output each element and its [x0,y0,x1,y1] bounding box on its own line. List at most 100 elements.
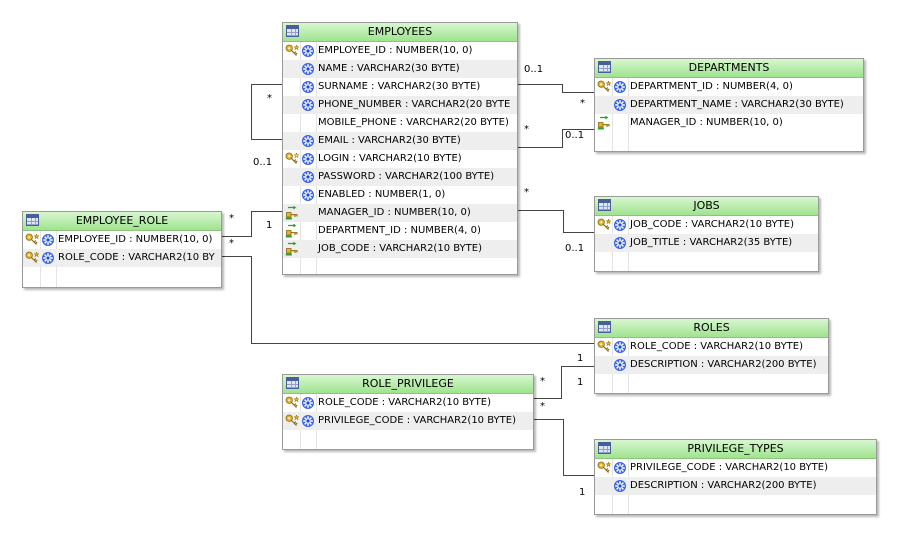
rel-employees-jobs [517,210,595,233]
entity-header[interactable]: DEPARTMENTS [595,59,863,78]
column-row[interactable]: MOBILE_PHONE : VARCHAR2(20 BYTE) [283,114,517,132]
entity-employee-role[interactable]: EMPLOYEE_ROLE EMPLOYEE_ID : NUMBER(10, 0)… [22,211,222,288]
cardinality-label: 1 [266,220,273,231]
column-text: DEPARTMENT_ID : NUMBER(4, 0) [318,225,481,236]
column-row[interactable]: ENABLED : NUMBER(1, 0) [283,186,517,204]
column-text: EMPLOYEE_ID : NUMBER(10, 0) [58,234,213,245]
column-row[interactable]: PASSWORD : VARCHAR2(100 BYTE) [283,168,517,186]
entity-role-privilege[interactable]: ROLE_PRIVILEGE ROLE_CODE : VARCHAR2(10 BY… [282,374,534,450]
column-row[interactable]: JOB_CODE : VARCHAR2(10 BYTE) [595,216,818,234]
entity-title: DEPARTMENTS [688,61,770,74]
cardinality-label: * [540,376,545,387]
column-row[interactable]: EMPLOYEE_ID : NUMBER(10, 0) [23,231,221,249]
cardinality-label: 0..1 [565,130,585,141]
column-row[interactable]: PRIVILEGE_CODE : VARCHAR2(10 BYTE) [283,412,533,430]
mandatory-attribute-icon [301,44,315,58]
column-row[interactable]: PHONE_NUMBER : VARCHAR2(20 BYTE [283,96,517,114]
entity-title: ROLE_PRIVILEGE [362,377,454,390]
column-text: JOB_CODE : VARCHAR2(10 BYTE) [630,219,794,230]
entity-privilege-types[interactable]: PRIVILEGE_TYPES PRIVILEGE_CODE : VARCHAR2… [594,439,877,515]
entity-employees[interactable]: EMPLOYEES EMPLOYEE_ID : NUMBER(10, 0) NAME… [282,22,518,275]
entity-title: PRIVILEGE_TYPES [687,442,784,455]
entity-header[interactable]: EMPLOYEES [283,23,517,42]
column-row[interactable]: EMPLOYEE_ID : NUMBER(10, 0) [283,42,517,60]
column-row[interactable]: MANAGER_ID : NUMBER(10, 0) [595,114,863,132]
column-row[interactable]: ROLE_CODE : VARCHAR2(10 BY [23,249,221,267]
cardinality-label: * [229,238,234,249]
mandatory-attribute-icon [301,396,315,410]
foreign-key-icon [285,223,299,238]
column-text: PRIVILEGE_CODE : VARCHAR2(10 BYTE) [630,462,828,473]
mandatory-attribute-icon [613,340,627,354]
column-list: EMPLOYEE_ID : NUMBER(10, 0) NAME : VARCHA… [283,42,517,274]
cardinality-label: * [524,187,529,198]
primary-key-icon [597,218,612,232]
column-row[interactable]: EMAIL : VARCHAR2(30 BYTE) [283,132,517,150]
column-row[interactable]: DESCRIPTION : VARCHAR2(200 BYTE) [595,356,828,374]
rel-employee-role-employees [221,211,283,237]
column-row[interactable]: DESCRIPTION : VARCHAR2(200 BYTE) [595,477,876,495]
mandatory-attribute-icon [613,479,627,493]
mandatory-attribute-icon [301,134,315,148]
cardinality-label: * [229,213,234,224]
cardinality-label: 0..1 [524,64,544,75]
column-row[interactable]: DEPARTMENT_ID : NUMBER(4, 0) [595,78,863,96]
primary-key-icon [285,396,300,410]
column-text: DESCRIPTION : VARCHAR2(200 BYTE) [630,359,817,370]
entity-title: JOBS [693,199,720,212]
mandatory-attribute-icon [41,233,55,247]
column-list: JOB_CODE : VARCHAR2(10 BYTE) JOB_TITLE : … [595,216,818,271]
column-row[interactable]: PRIVILEGE_CODE : VARCHAR2(10 BYTE) [595,459,876,477]
rel-departments-employees [517,84,595,93]
column-row[interactable]: MANAGER_ID : NUMBER(10, 0) [283,204,517,222]
column-text: ROLE_CODE : VARCHAR2(10 BY [58,252,215,263]
entity-jobs[interactable]: JOBS JOB_CODE : VARCHAR2(10 BYTE) JOB_TITL… [594,196,819,272]
rel-role-privilege-privilege-types [533,419,595,476]
entity-header[interactable]: EMPLOYEE_ROLE [23,212,221,231]
primary-key-icon [25,233,40,247]
table-icon [286,377,299,389]
column-text: DEPARTMENT_ID : NUMBER(4, 0) [630,81,793,92]
cardinality-label: 0..1 [565,243,585,254]
entity-title: EMPLOYEE_ROLE [75,214,169,227]
column-text: ROLE_CODE : VARCHAR2(10 BYTE) [630,341,804,352]
mandatory-attribute-icon [301,152,315,166]
column-text: PRIVILEGE_CODE : VARCHAR2(10 BYTE) [318,415,516,426]
rel-employee-role-roles [221,256,595,344]
column-row[interactable]: JOB_CODE : VARCHAR2(10 BYTE) [283,240,517,258]
mandatory-attribute-icon [613,358,627,372]
entity-header[interactable]: ROLE_PRIVILEGE [283,375,533,394]
column-list: ROLE_CODE : VARCHAR2(10 BYTE) PRIVILEGE_C… [283,394,533,449]
mandatory-attribute-icon [613,236,627,250]
column-row[interactable]: JOB_TITLE : VARCHAR2(35 BYTE) [595,234,818,252]
entity-roles[interactable]: ROLES ROLE_CODE : VARCHAR2(10 BYTE) DESCRI… [594,318,829,394]
table-icon [598,199,611,211]
column-row[interactable]: LOGIN : VARCHAR2(10 BYTE) [283,150,517,168]
cardinality-label: * [540,401,545,412]
column-row[interactable]: DEPARTMENT_NAME : VARCHAR2(30 BYTE) [595,96,863,114]
entity-departments[interactable]: DEPARTMENTS DEPARTMENT_ID : NUMBER(4, 0) D… [594,58,864,152]
rel-role-privilege-roles [533,366,595,399]
primary-key-icon [597,461,612,475]
table-icon [598,61,611,73]
column-text: ROLE_CODE : VARCHAR2(10 BYTE) [318,397,492,408]
column-text: MANAGER_ID : NUMBER(10, 0) [318,207,471,218]
entity-header[interactable]: ROLES [595,319,828,338]
entity-header[interactable]: JOBS [595,197,818,216]
entity-header[interactable]: PRIVILEGE_TYPES [595,440,876,459]
column-row[interactable]: SURNAME : VARCHAR2(30 BYTE) [283,78,517,96]
table-icon [286,25,299,37]
column-text: DESCRIPTION : VARCHAR2(200 BYTE) [630,480,817,491]
column-row[interactable]: ROLE_CODE : VARCHAR2(10 BYTE) [283,394,533,412]
column-text: PHONE_NUMBER : VARCHAR2(20 BYTE [318,99,511,110]
column-text: MANAGER_ID : NUMBER(10, 0) [630,117,783,128]
mandatory-attribute-icon [301,80,315,94]
column-text: ENABLED : NUMBER(1, 0) [318,189,446,200]
primary-key-icon [597,80,612,94]
column-row[interactable]: DEPARTMENT_ID : NUMBER(4, 0) [283,222,517,240]
column-text: EMPLOYEE_ID : NUMBER(10, 0) [318,45,473,56]
column-row[interactable]: NAME : VARCHAR2(30 BYTE) [283,60,517,78]
column-row[interactable]: ROLE_CODE : VARCHAR2(10 BYTE) [595,338,828,356]
